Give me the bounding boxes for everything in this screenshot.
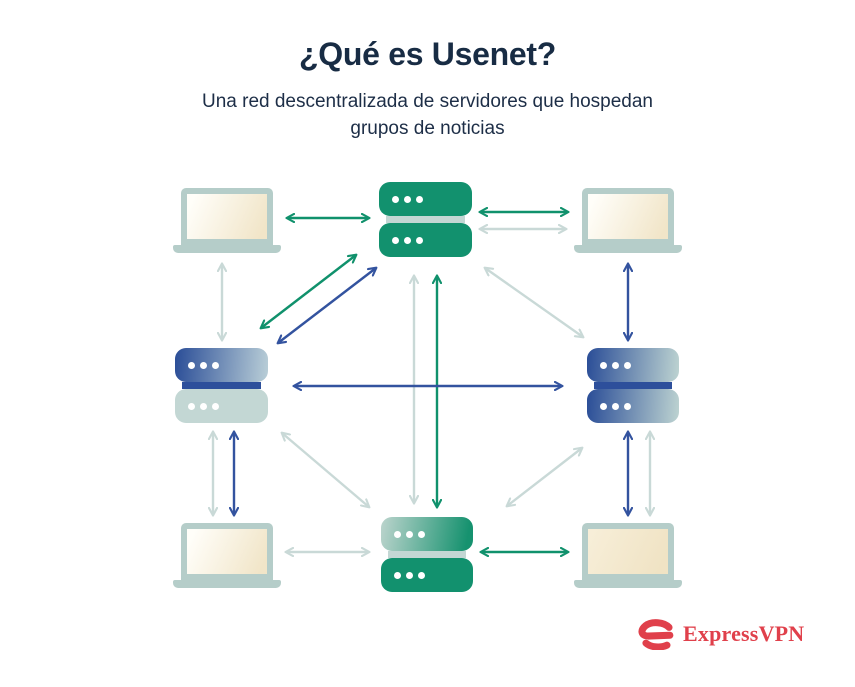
server-unit [381,558,473,592]
laptop-base [173,580,281,588]
server-unit [175,389,268,423]
brand-name: ExpressVPN [683,621,805,646]
laptop-screen [181,523,273,580]
server-unit [587,389,679,423]
server-leds-icon [600,361,631,369]
laptop-bottom-left [173,523,281,588]
server-leds-icon [392,236,423,244]
page-header: ¿Qué es Usenet? Una red descentralizada … [0,36,855,142]
arrow-server-top-server-right [485,268,583,337]
server-separator [182,382,261,389]
server-leds-icon [188,402,219,410]
server-separator [388,551,466,558]
arrow-server-left-server-bottom [282,433,369,507]
server-leds-icon [392,195,423,203]
laptop-base [574,580,682,588]
laptop-base [173,245,281,253]
server-separator [386,216,465,223]
laptop-top-left [173,188,281,253]
server-leds-icon [188,361,219,369]
laptop-screen [582,523,674,580]
brand-lockup: ExpressVPN [636,618,804,650]
server-leds-icon [394,530,425,538]
laptop-screen [181,188,273,245]
server-left [175,348,268,423]
server-leds-icon [600,402,631,410]
server-separator [594,382,672,389]
expressvpn-e-icon [638,619,674,650]
laptop-base [574,245,682,253]
server-unit [379,182,472,216]
server-leds-icon [394,571,425,579]
page-title: ¿Qué es Usenet? [299,36,556,72]
server-unit [587,348,679,382]
server-right [587,348,679,423]
arrow-server-left-server-top-green [261,255,356,328]
laptop-screen [582,188,674,245]
server-top [379,182,472,257]
arrow-server-left-server-top-blue [278,268,376,343]
arrow-server-bottom-server-right [507,448,582,506]
server-bottom [381,517,473,592]
server-unit [379,223,472,257]
laptop-top-right [574,188,682,253]
laptop-bottom-right [574,523,682,588]
server-unit [175,348,268,382]
server-unit [381,517,473,551]
page-subtitle: Una red descentralizada de servidores qu… [201,91,654,139]
